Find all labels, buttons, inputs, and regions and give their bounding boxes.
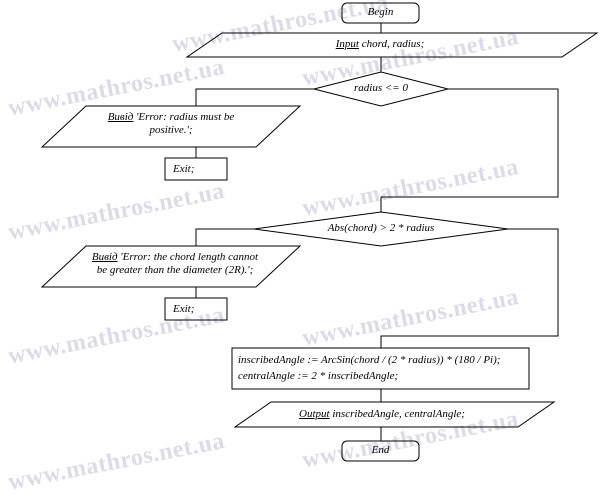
input-variables: chord, radius; xyxy=(358,38,425,50)
output-block xyxy=(233,401,556,428)
error-output-block-1 xyxy=(40,105,302,148)
error-text-line-1: 'Error: the chord length cannot xyxy=(117,251,259,263)
input-keyword: Input xyxy=(335,38,359,50)
end-label: End xyxy=(371,444,390,456)
error-text-line-2: be greater than the diameter (2R).'; xyxy=(96,264,254,276)
output-label: Output inscribedAngle, centralAngle; xyxy=(246,408,518,421)
exit-label-2: Exit; xyxy=(173,303,195,315)
condition-radius xyxy=(313,71,449,107)
output-variables: inscribedAngle, centralAngle; xyxy=(329,408,465,420)
calc-label: inscribedAngle := ArcSin(chord / (2 * ra… xyxy=(238,354,500,383)
flowchart xyxy=(40,2,599,462)
error-text-line-1: 'Error: radius must be xyxy=(133,111,235,123)
output-keyword: Output xyxy=(299,408,330,420)
error-output-label-2: Вивід 'Error: the chord length cannot be… xyxy=(62,251,288,277)
input-label: Input chord, radius; xyxy=(190,38,570,51)
exit-label-1: Exit; xyxy=(173,163,195,175)
begin-label: Begin xyxy=(367,6,394,18)
error-text-line-2: positive.'; xyxy=(149,124,193,136)
condition-chord xyxy=(253,211,509,247)
output-keyword: Вивід xyxy=(91,251,118,263)
condition-radius-label: radius <= 0 xyxy=(354,82,408,94)
calc-line-1: inscribedAngle := ArcSin(chord / (2 * ra… xyxy=(238,354,501,366)
condition-chord-label: Abs(chord) > 2 * radius xyxy=(327,222,435,234)
input-block xyxy=(185,32,599,58)
error-output-label-1: Вивід 'Error: radius must be positive.'; xyxy=(66,111,276,137)
error-output-block-2 xyxy=(40,245,302,288)
calc-line-2: centralAngle := 2 * inscribedAngle; xyxy=(238,370,399,382)
output-keyword: Вивід xyxy=(107,111,134,123)
